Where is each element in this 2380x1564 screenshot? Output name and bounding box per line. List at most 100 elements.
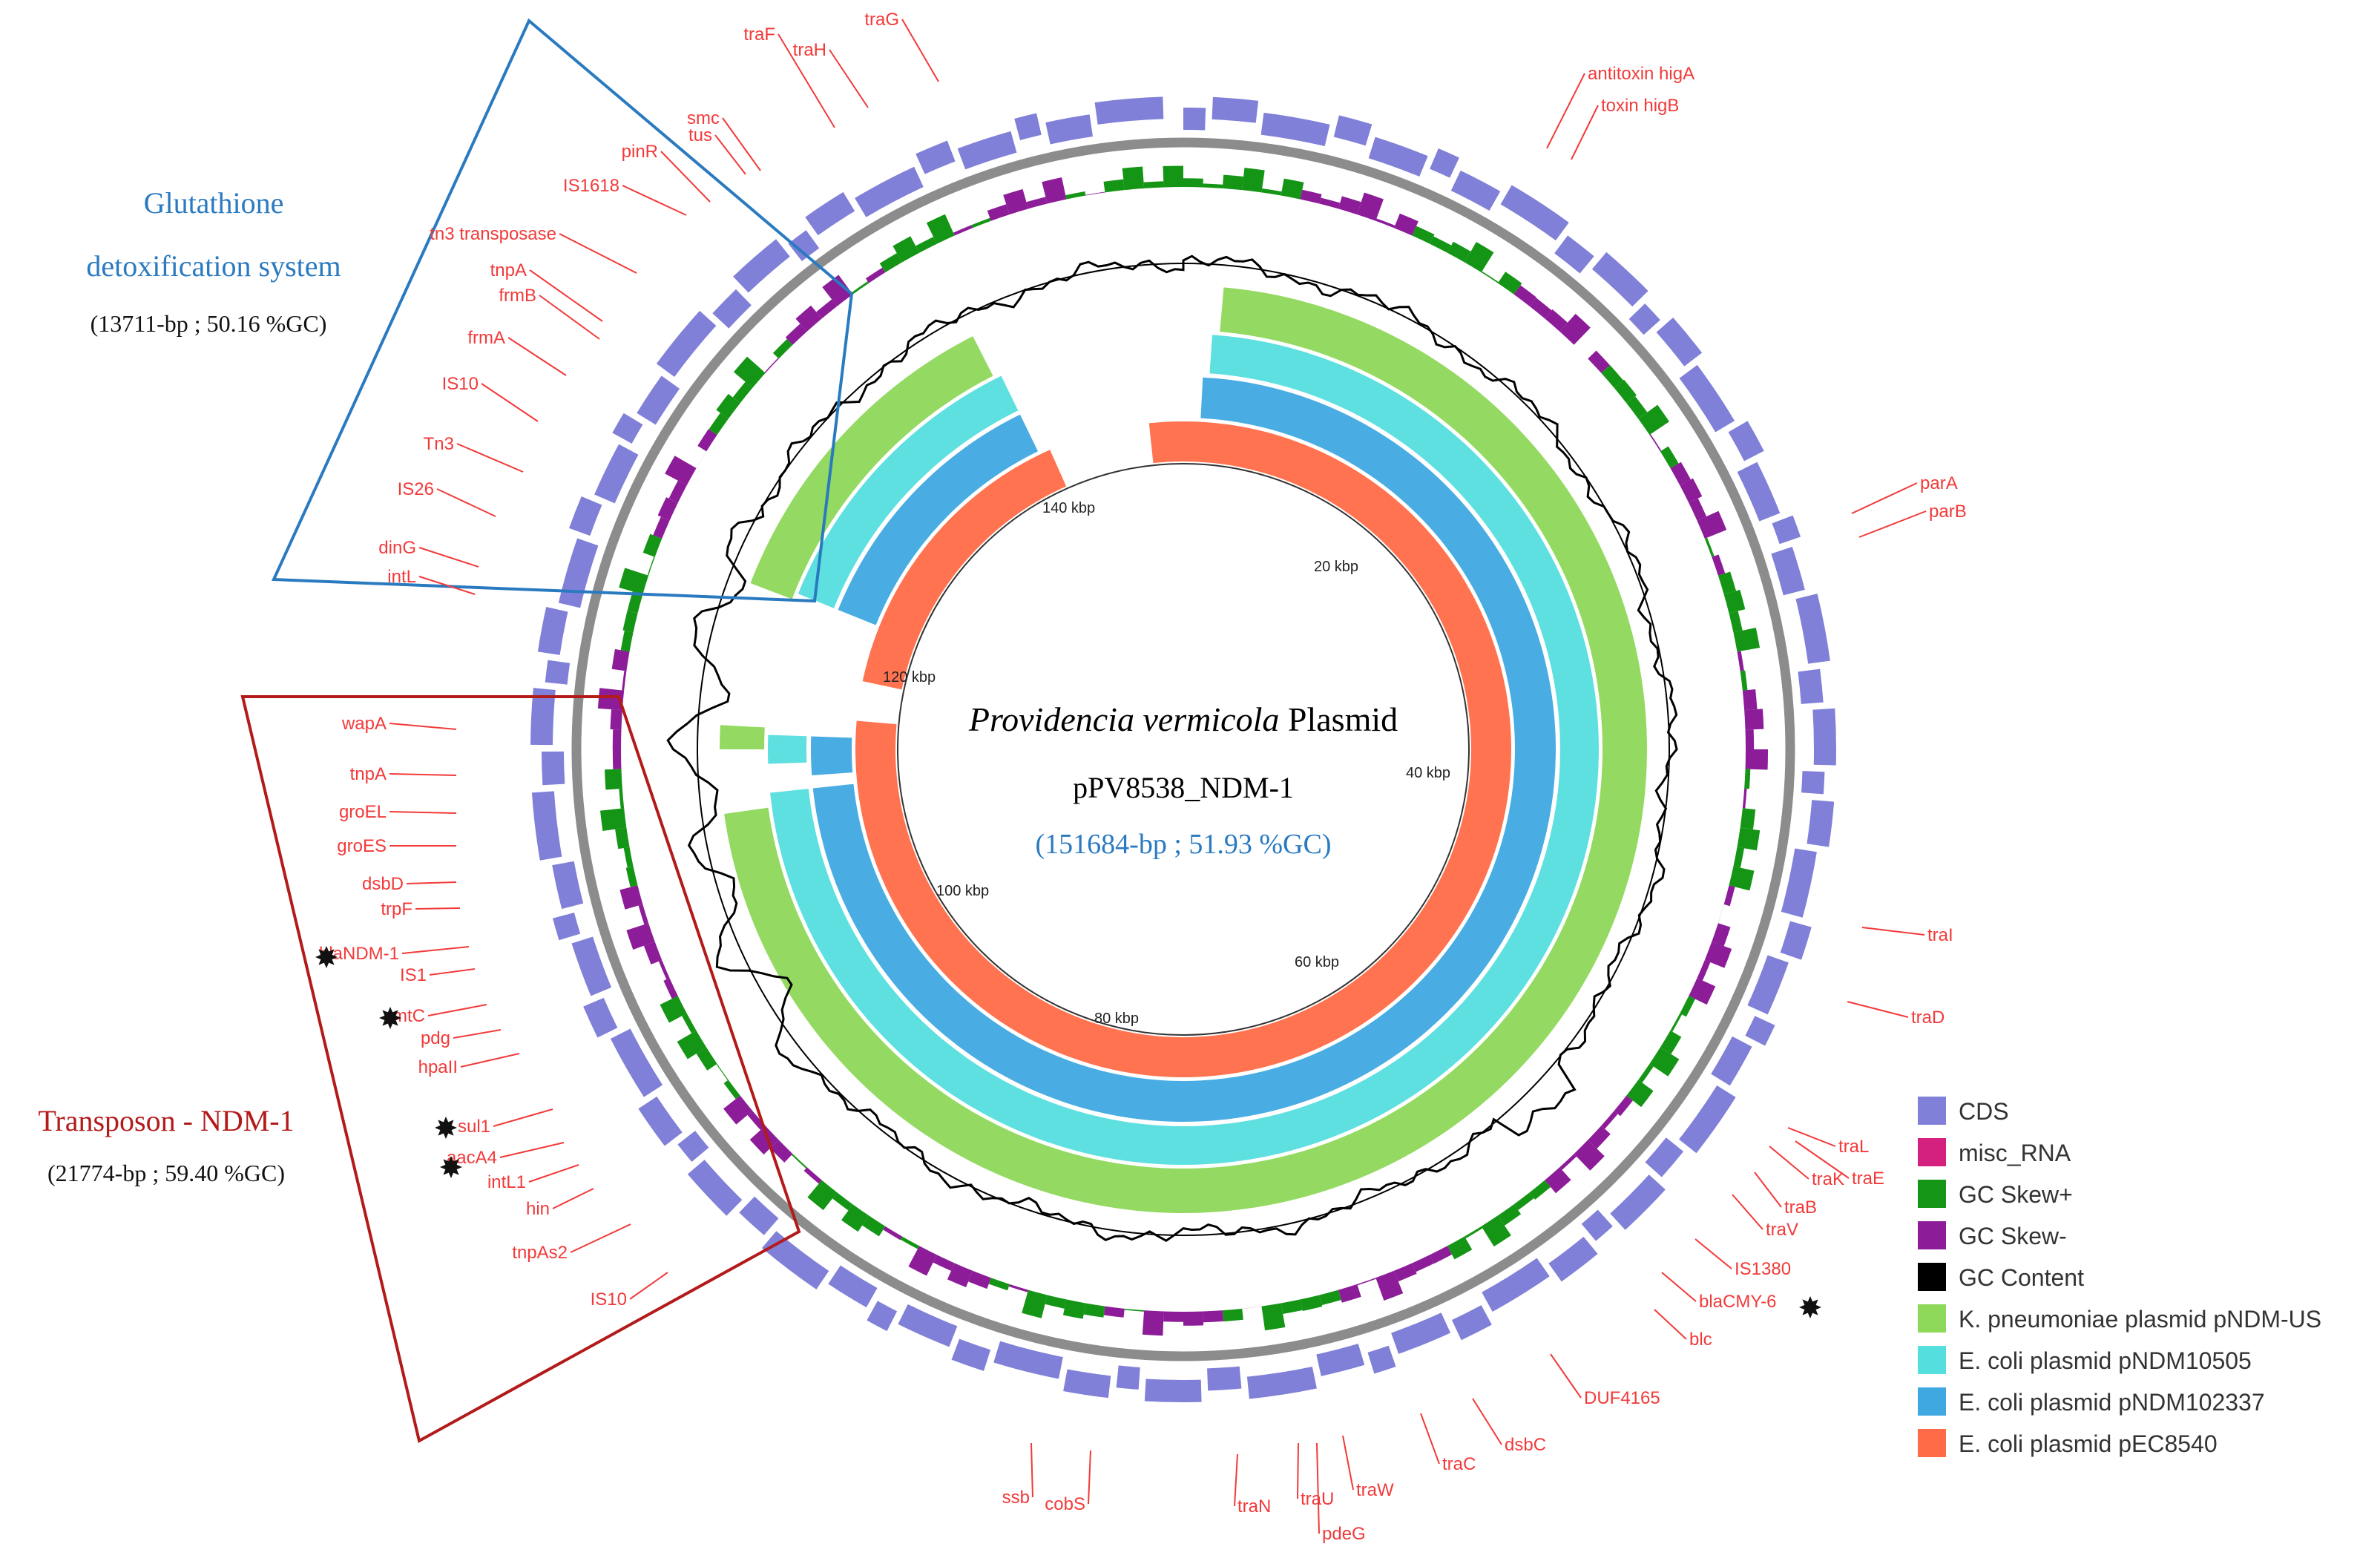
gene-leader-11	[529, 269, 603, 322]
gc-skew-bar-68	[1704, 537, 1715, 557]
gc-skew-bar-52	[1626, 396, 1648, 419]
gc-skew-bar-190	[1062, 1299, 1086, 1319]
glutathione-title-line2: detoxification system	[86, 249, 341, 283]
gc-skew-bar-310	[733, 356, 766, 388]
legend-swatch-5	[1918, 1263, 1946, 1291]
gene-label-54: traN	[1237, 1496, 1271, 1517]
legend-label-5: GC Content	[1959, 1264, 2084, 1291]
gene-label-25: dsbD	[362, 874, 404, 894]
gc-skew-bar-274	[597, 688, 625, 711]
gene-label-44: traV	[1766, 1220, 1798, 1240]
gene-leader-39	[1847, 1001, 1909, 1018]
cds-track	[530, 96, 1837, 1402]
gc-skew-bar-324	[851, 281, 870, 295]
gc-skew-bar-108	[1712, 923, 1731, 947]
cds-arrow-61	[545, 660, 571, 685]
cds-arrow-47	[828, 1265, 878, 1308]
gc-skew-bar-202	[947, 1263, 973, 1288]
cds-arrow-36	[1367, 1345, 1396, 1374]
cds-arrow-20	[1812, 708, 1837, 766]
gc-skew-bar-256	[625, 866, 638, 887]
gc-skew-bar-8	[1261, 188, 1282, 196]
gene-leader-49	[1472, 1398, 1502, 1445]
cds-arrow-29	[1645, 1137, 1684, 1177]
gene-leader-29	[427, 1004, 487, 1016]
gc-skew-bar-140	[1529, 1180, 1551, 1200]
gc-skew-bar-48	[1601, 365, 1623, 388]
gc-skew-bar-28	[1447, 241, 1471, 263]
cds-arrow-12	[1656, 318, 1703, 367]
gc-skew-bar-258	[623, 847, 634, 868]
legend-label-4: GC Skew-	[1959, 1223, 2067, 1249]
gc-skew-bar-294	[657, 497, 678, 521]
gene-label-26: trpF	[381, 899, 412, 919]
gc-skew-bar-56	[1649, 434, 1662, 452]
blast-rings	[720, 287, 1647, 1214]
gc-skew-bar-64	[1689, 498, 1707, 521]
gc-skew-bar-232	[723, 1080, 740, 1100]
gc-skew-bar-158	[1375, 1270, 1404, 1301]
gc-skew-bar-290	[642, 533, 663, 557]
cds-arrow-60	[530, 688, 556, 746]
resistance-star-icon-1	[315, 946, 338, 968]
cds-arrow-41	[1116, 1365, 1140, 1390]
gene-label-6: smc	[687, 108, 720, 128]
gc-skew-bar-74	[1723, 589, 1746, 614]
gene-leader-26	[415, 907, 461, 910]
gc-skew-bar-114	[1689, 978, 1716, 1005]
gene-leader-37	[629, 1272, 668, 1300]
gc-skew-bar-292	[653, 516, 670, 539]
gene-label-53: traU	[1301, 1489, 1334, 1509]
gene-label-21: wapA	[341, 714, 387, 734]
gene-leader-4	[1546, 73, 1585, 149]
cds-arrow-65	[594, 444, 639, 504]
gc-skew-bar-82	[1740, 670, 1748, 691]
tick-ring	[897, 463, 1470, 1036]
tick-label-20kbp: 20 kbp	[1314, 559, 1358, 575]
gene-leader-17	[418, 547, 479, 568]
gc-skew-bar-118	[1670, 1013, 1683, 1032]
gene-label-28: IS1	[400, 965, 427, 985]
gc-skew-bar-2	[1203, 183, 1223, 188]
gc-skew-bar-348	[1065, 191, 1086, 200]
gc-skew-bar-148	[1465, 1226, 1483, 1239]
cds-arrow-64	[569, 496, 602, 536]
gene-label-1: traF	[743, 24, 775, 45]
gc-skew-bar-182	[1142, 1310, 1164, 1336]
gc-skew-bar-356	[1143, 181, 1164, 188]
gene-label-36: tnpAs2	[512, 1243, 568, 1263]
cds-arrow-46	[867, 1301, 898, 1332]
gc-skew-bar-228	[747, 1111, 766, 1131]
gc-skew-bar-164	[1319, 1289, 1341, 1306]
gc-skew-bar-26	[1430, 236, 1452, 253]
gene-label-37: IS10	[591, 1289, 627, 1310]
gene-leader-15	[456, 443, 524, 473]
gc-skew-bar-222	[791, 1154, 807, 1169]
cds-arrow-17	[1771, 546, 1805, 596]
gc-skew-bar-314	[772, 338, 793, 359]
gc-skew-bar-242	[660, 996, 687, 1023]
gc-skew-bar-216	[832, 1192, 853, 1211]
gene-leader-51	[1342, 1435, 1354, 1491]
tick-label-80kbp: 80 kbp	[1094, 1011, 1139, 1027]
cds-arrow-76	[1014, 113, 1042, 140]
cds-arrow-35	[1391, 1312, 1451, 1354]
gc-skew-bar-252	[638, 904, 649, 925]
gc-skew-bar-264	[619, 788, 625, 809]
gc-skew-bar-210	[883, 1226, 902, 1241]
resistance-star-icon-3	[435, 1117, 457, 1139]
gene-leader-14	[481, 383, 539, 422]
gc-skew-bar-192	[1045, 1295, 1067, 1309]
gc-skew-bar-352	[1103, 179, 1125, 193]
gene-label-32: sul1	[458, 1117, 490, 1137]
tick-label-100kbp: 100 kbp	[936, 883, 989, 899]
cds-arrow-4	[1333, 115, 1373, 146]
gc-skew-bar-54	[1638, 404, 1669, 436]
gc-skew-bar-306	[716, 393, 740, 419]
gene-leader-10	[559, 233, 637, 274]
cds-arrow-44	[951, 1338, 991, 1371]
gc-skew-bar-166	[1300, 1295, 1323, 1312]
gc-skew-bar-262	[599, 808, 627, 831]
cds-arrow-16	[1772, 515, 1801, 545]
gc-skew-bar-112	[1697, 959, 1711, 981]
